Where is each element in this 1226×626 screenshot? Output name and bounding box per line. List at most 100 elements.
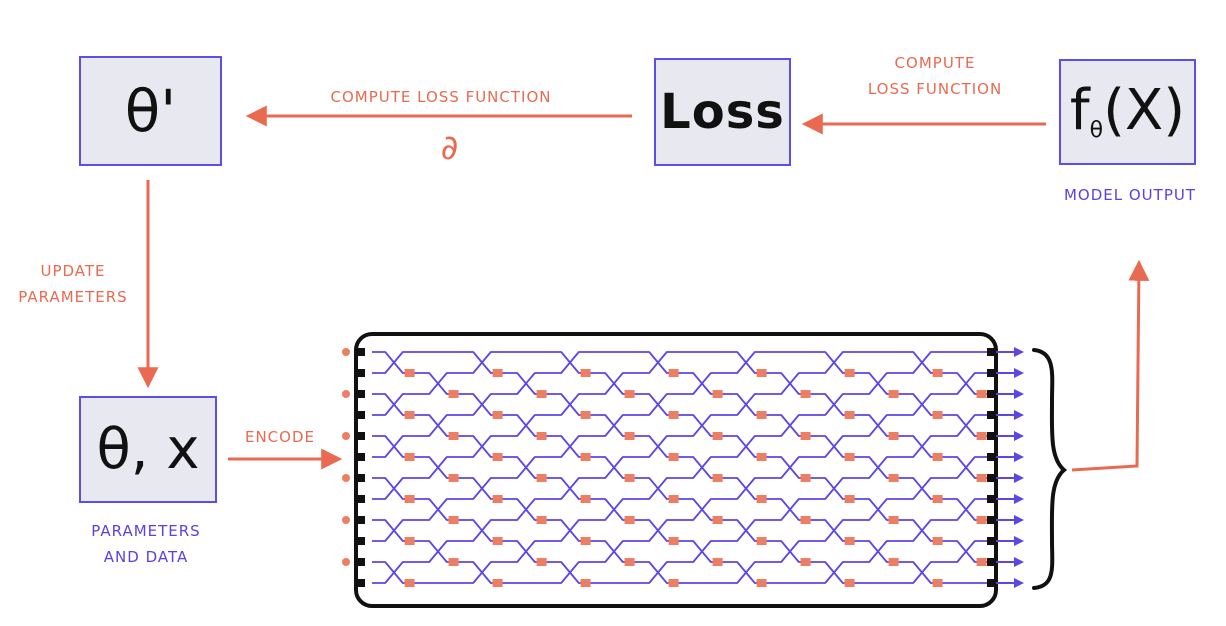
phase-shifter xyxy=(932,579,943,587)
input-port xyxy=(356,579,365,587)
output-port xyxy=(987,348,996,356)
phase-shifter xyxy=(844,537,855,545)
partial-derivative-symbol: ∂ xyxy=(440,128,460,168)
phase-shifter xyxy=(976,558,987,566)
loss-box: Loss xyxy=(654,58,791,166)
phase-shifter xyxy=(536,390,547,398)
output-port xyxy=(987,579,996,587)
model-output-formula: fθ(X) xyxy=(1070,82,1185,143)
input-dot xyxy=(342,432,350,440)
phase-shifter xyxy=(800,516,811,524)
phase-shifter xyxy=(448,432,459,440)
input-port xyxy=(356,390,365,398)
phase-shifter xyxy=(492,369,503,377)
phase-shifter xyxy=(888,558,899,566)
output-port xyxy=(987,495,996,503)
input-port xyxy=(356,558,365,566)
updated-parameters-box: θ' xyxy=(79,56,222,166)
theta-x-symbol: θ, x xyxy=(96,416,200,482)
phase-shifter xyxy=(756,411,767,419)
phase-shifter xyxy=(712,516,723,524)
phase-shifter xyxy=(404,453,415,461)
phase-shifter xyxy=(668,495,679,503)
input-port xyxy=(356,474,365,482)
input-dot xyxy=(342,390,350,398)
compute-loss-right-line1: COMPUTE xyxy=(894,54,976,72)
output-port xyxy=(987,369,996,377)
phase-shifter xyxy=(712,432,723,440)
input-port xyxy=(356,432,365,440)
arrow-to-model-output xyxy=(1071,259,1150,472)
phase-shifter xyxy=(624,390,635,398)
phase-shifter xyxy=(712,474,723,482)
phase-shifter xyxy=(800,474,811,482)
loss-text: Loss xyxy=(660,84,785,140)
phase-shifter xyxy=(404,495,415,503)
phase-shifter xyxy=(888,432,899,440)
phase-shifter xyxy=(492,411,503,419)
input-port xyxy=(356,516,365,524)
phase-shifter xyxy=(756,579,767,587)
compute-loss-right-line2: LOSS FUNCTION xyxy=(867,80,1003,98)
phase-shifter xyxy=(668,411,679,419)
compute-loss-label-top: COMPUTE LOSS FUNCTION xyxy=(330,88,552,106)
phase-shifter xyxy=(712,390,723,398)
phase-shifter xyxy=(888,516,899,524)
phase-shifter xyxy=(800,390,811,398)
phase-shifter xyxy=(756,537,767,545)
output-port xyxy=(987,558,996,566)
phase-shifter xyxy=(624,558,635,566)
phase-shifter xyxy=(932,369,943,377)
model-output-label: MODEL OUTPUT xyxy=(1063,186,1197,204)
phase-shifter xyxy=(580,411,591,419)
phase-shifter xyxy=(536,432,547,440)
phase-shifter xyxy=(932,453,943,461)
input-port xyxy=(356,348,365,356)
phase-shifter xyxy=(624,474,635,482)
output-port xyxy=(987,516,996,524)
input-dot xyxy=(342,348,350,356)
theta-subscript: θ xyxy=(1089,117,1104,143)
parameters-and-data-label: PARAMETERS AND DATA xyxy=(60,518,232,570)
input-dot xyxy=(342,474,350,482)
phase-shifter xyxy=(448,390,459,398)
update-params-line2: PARAMETERS xyxy=(18,288,128,306)
phase-shifter xyxy=(756,495,767,503)
phase-shifter xyxy=(448,516,459,524)
input-dot xyxy=(342,516,350,524)
params-data-line2: AND DATA xyxy=(103,548,189,566)
phase-shifter xyxy=(492,537,503,545)
phase-shifter xyxy=(624,516,635,524)
input-port xyxy=(356,453,365,461)
phase-shifter xyxy=(976,474,987,482)
phase-shifter xyxy=(976,390,987,398)
phase-shifter xyxy=(580,453,591,461)
phase-shifter xyxy=(800,432,811,440)
phase-shifter xyxy=(448,474,459,482)
output-port xyxy=(987,453,996,461)
phase-shifter xyxy=(756,369,767,377)
phase-shifter xyxy=(844,369,855,377)
phase-shifter xyxy=(888,474,899,482)
photonic-circuit-icon xyxy=(342,347,1024,588)
f-symbol: f xyxy=(1069,77,1090,143)
phase-shifter xyxy=(756,453,767,461)
update-parameters-label: UPDATE PARAMETERS xyxy=(0,258,146,310)
phase-shifter xyxy=(624,432,635,440)
output-port xyxy=(987,537,996,545)
phase-shifter xyxy=(888,390,899,398)
phase-shifter xyxy=(404,369,415,377)
phase-shifter xyxy=(976,432,987,440)
phase-shifter xyxy=(536,558,547,566)
phase-shifter xyxy=(404,411,415,419)
phase-shifter xyxy=(668,453,679,461)
phase-shifter xyxy=(536,516,547,524)
update-params-line1: UPDATE xyxy=(40,262,106,280)
output-port xyxy=(987,432,996,440)
input-port xyxy=(356,495,365,503)
phase-shifter xyxy=(976,516,987,524)
phase-shifter xyxy=(492,495,503,503)
phase-shifter xyxy=(932,495,943,503)
phase-shifter xyxy=(448,558,459,566)
